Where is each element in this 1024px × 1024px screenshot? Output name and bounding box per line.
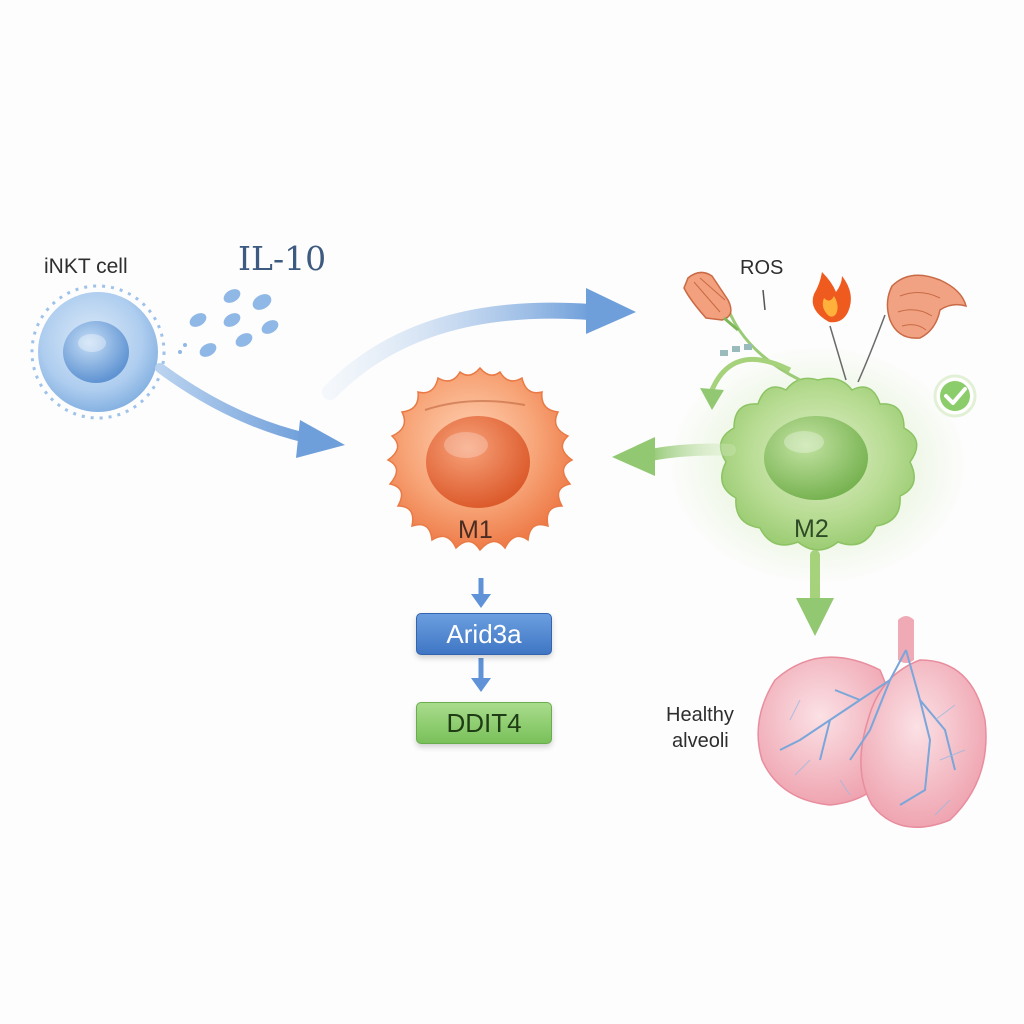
m1-to-arid3a-arrow <box>471 578 491 608</box>
inkt-to-m1-arrow <box>155 363 345 458</box>
healthy-alveoli-label-line2: alveoli <box>672 730 729 752</box>
tissue-fragment-icon <box>886 274 968 339</box>
ddit4-box: DDIT4 <box>416 702 552 744</box>
droplet-icon <box>223 289 241 303</box>
tissue-fragment-icon <box>683 271 739 332</box>
il10-droplets <box>178 289 279 357</box>
flame-icon <box>812 272 851 323</box>
droplet-icon <box>252 294 272 310</box>
m2-label: M2 <box>794 515 829 543</box>
m1-label: M1 <box>458 516 493 544</box>
ros-label: ROS <box>740 257 784 279</box>
droplet-icon <box>199 343 217 357</box>
droplet-icon <box>235 333 253 347</box>
m2-macrophage <box>719 377 918 551</box>
healthy-alveoli-label-line1: Healthy <box>666 704 734 726</box>
curved-arrow-to-ros <box>322 288 636 400</box>
inkt-cell <box>30 284 166 420</box>
arid3a-box: Arid3a <box>416 613 552 655</box>
arid3a-to-ddit4-arrow <box>471 658 491 692</box>
inkt-cell-label: iNKT cell <box>44 255 128 278</box>
m2-to-m1-arrow <box>612 437 736 476</box>
lung-icon <box>757 616 987 828</box>
checkmark-icon <box>933 374 977 418</box>
il10-label: IL-10 <box>238 239 327 278</box>
m2-to-lungs-arrow <box>796 550 834 636</box>
m1-macrophage <box>386 366 574 552</box>
droplet-icon <box>189 313 207 327</box>
droplet-icon <box>261 320 279 334</box>
droplet-icon <box>223 313 241 327</box>
